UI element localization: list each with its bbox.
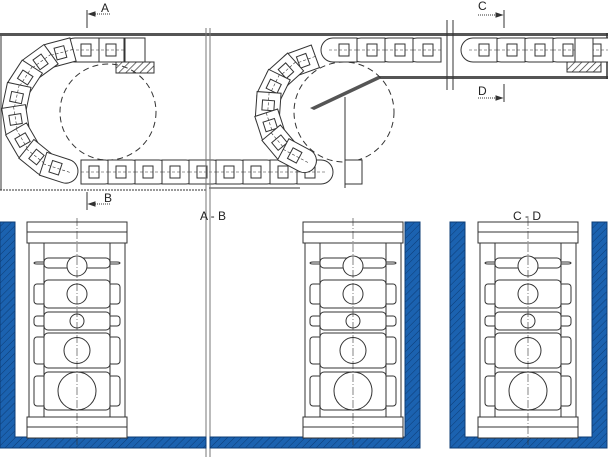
moving-end-bracket [344,159,363,185]
break-lines [205,20,454,457]
fixed-bracket-left [115,61,155,74]
chain-link [38,151,79,184]
guide-channels [0,221,608,449]
lower-rail-right [378,76,608,79]
chain-link [460,37,498,63]
chain-link [404,37,442,63]
fixed-bracket-right [566,61,602,73]
marker-c: C [478,0,487,13]
chain-link [516,37,554,63]
chain-cross-section [302,218,404,445]
chain-link [320,37,358,63]
bend-radius-left [59,63,157,161]
channel-ab-left [0,221,207,449]
chain-cross-section [477,218,579,445]
top-view [0,33,608,191]
section-markers [86,10,505,210]
section-title-ab: A - B [200,209,226,223]
chain-cross-sections [26,218,579,445]
chain-links [1,37,608,185]
marker-d: D [478,84,487,98]
channel-ab-right [209,221,421,449]
marker-b: B [104,191,112,205]
ramp-guide [310,76,382,110]
marker-a: A [101,1,109,15]
chain-cross-section [26,218,128,445]
channel-cd [449,221,608,449]
chain-link [276,138,317,174]
section-title-cd: C - D [513,209,541,223]
upper-rail [0,33,608,36]
